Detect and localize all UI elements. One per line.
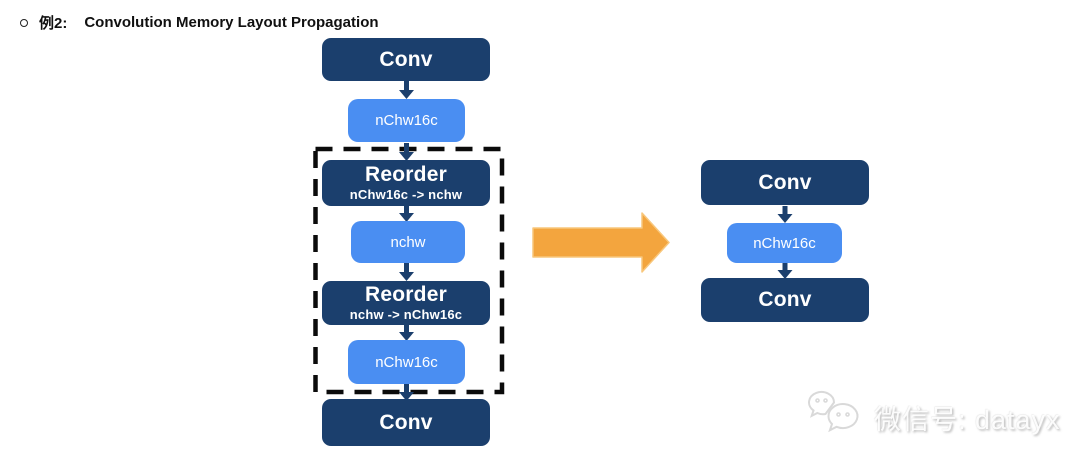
down-arrow <box>399 263 414 281</box>
node-conv-bottom-left: Conv <box>322 399 490 446</box>
reorder-1-subtitle: nChw16c -> nchw <box>349 187 463 203</box>
reorder-1-title: Reorder <box>365 163 447 187</box>
list-item-title: 例2: Convolution Memory Layout Propagatio… <box>20 12 379 33</box>
node-conv-bottom-right: Conv <box>701 278 869 322</box>
node-reorder-1: Reorder nChw16c -> nchw <box>322 160 490 206</box>
reorder-2-subtitle: nchw -> nChw16c <box>349 307 463 323</box>
node-conv-top-left: Conv <box>322 38 490 81</box>
down-arrow <box>777 206 793 223</box>
down-arrow <box>399 324 414 341</box>
node-conv-top-right: Conv <box>701 160 869 205</box>
down-arrow <box>399 384 414 401</box>
list-bullet-icon <box>20 18 28 27</box>
down-arrow <box>399 81 414 99</box>
node-reorder-2: Reorder nchw -> nChw16c <box>322 281 490 325</box>
node-tensor-nchw16c-bottom: nChw16c <box>348 340 465 384</box>
down-arrow <box>399 206 414 222</box>
transform-right-arrow-icon <box>532 212 670 273</box>
node-tensor-nchw16c-top: nChw16c <box>348 99 465 142</box>
reorder-2-title: Reorder <box>365 283 447 307</box>
page-title: Convolution Memory Layout Propagation <box>84 14 379 31</box>
node-tensor-nchw16c-right: nChw16c <box>727 223 842 263</box>
example-label: 例2: <box>39 15 68 32</box>
down-arrow <box>399 143 414 161</box>
node-tensor-nchw: nchw <box>351 221 465 263</box>
down-arrow <box>777 263 793 279</box>
